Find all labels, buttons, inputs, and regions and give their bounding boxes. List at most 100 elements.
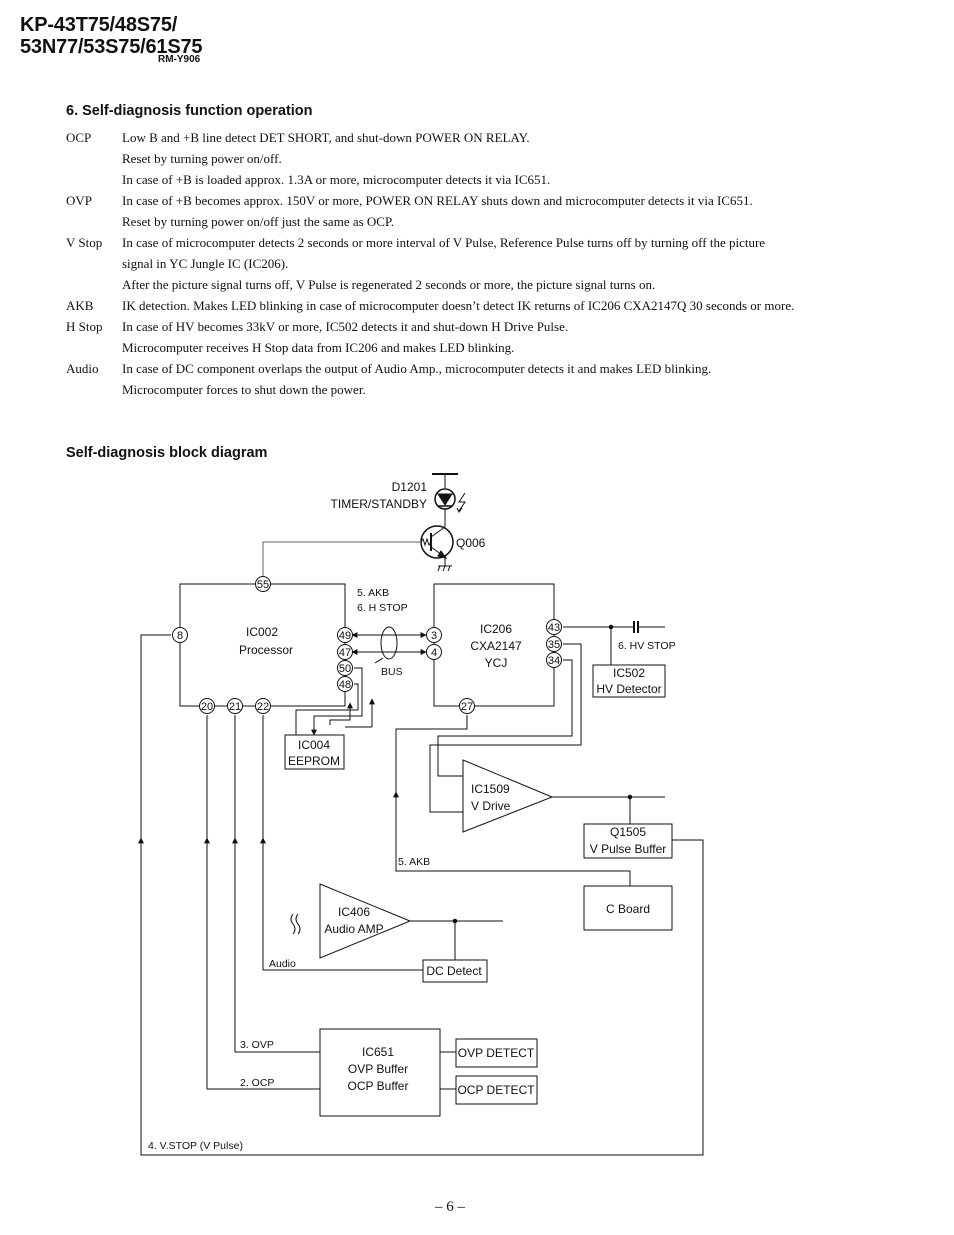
c-board-label: C Board bbox=[606, 902, 650, 916]
diagnosis-text-line: In case of HV becomes 33kV or more, IC50… bbox=[122, 319, 569, 334]
signal-akb-bottom: 5. AKB bbox=[398, 856, 430, 868]
transistor-q006-symbol bbox=[420, 525, 454, 572]
d1201-name-label: TIMER/STANDBY bbox=[331, 497, 427, 511]
diagnosis-text-line: Reset by turning power on/off just the s… bbox=[122, 214, 395, 229]
diagnosis-text-line: In case of +B is loaded approx. 1.3A or … bbox=[122, 172, 551, 187]
pin-4: 4 bbox=[426, 644, 442, 660]
ic651-ovp-buffer-label: OVP Buffer bbox=[348, 1062, 408, 1076]
diagnosis-text-line: In case of DC component overlaps the out… bbox=[122, 361, 712, 376]
diagnosis-code: OCP bbox=[66, 130, 92, 145]
pin-number: 27 bbox=[461, 701, 473, 713]
signal-hvstop: 6. HV STOP bbox=[618, 640, 676, 652]
pin-number: 3 bbox=[431, 630, 437, 642]
ic502-name-label: HV Detector bbox=[596, 682, 661, 696]
pin-number: 55 bbox=[257, 579, 269, 591]
pin-35: 35 bbox=[546, 636, 562, 652]
q1505-name-label: V Pulse Buffer bbox=[590, 842, 667, 856]
ic206-name-label: YCJ bbox=[485, 656, 508, 670]
ic406-audio-amp-triangle bbox=[319, 883, 412, 959]
diagram-title: Self-diagnosis block diagram bbox=[66, 445, 268, 461]
ic651-buffer-box bbox=[319, 1028, 441, 1117]
pin-number: 8 bbox=[177, 630, 183, 642]
pin-number: 4 bbox=[431, 647, 437, 659]
pin-number: 50 bbox=[339, 663, 351, 675]
model-title-line1: KP-43T75/48S75/ bbox=[20, 14, 178, 36]
ic1509-ref-label: IC1509 bbox=[471, 782, 510, 796]
ic651-ref-label: IC651 bbox=[362, 1045, 394, 1059]
pin-34: 34 bbox=[546, 652, 562, 668]
pin-number: 43 bbox=[548, 622, 560, 634]
pin-number: 34 bbox=[548, 655, 560, 667]
diagnosis-code: V Stop bbox=[66, 235, 103, 250]
pin-22: 22 bbox=[255, 698, 271, 714]
diagnosis-text-line: signal in YC Jungle IC (IC206). bbox=[122, 256, 289, 271]
pin-20: 20 bbox=[199, 698, 215, 714]
dc-detect-label: DC Detect bbox=[426, 964, 482, 978]
dc-detect-box bbox=[422, 959, 488, 983]
diagnosis-item: AKB IK detection. Makes LED blinking in c… bbox=[66, 295, 936, 316]
pin-3: 3 bbox=[426, 627, 442, 643]
q1505-v-pulse-buffer-box bbox=[583, 823, 673, 859]
ic502-hv-detector-box bbox=[592, 664, 666, 698]
ovp-detect-label: OVP DETECT bbox=[458, 1046, 535, 1060]
ic406-name-label: Audio AMP bbox=[324, 922, 383, 936]
ic502-ref-label: IC502 bbox=[613, 666, 645, 680]
signal-akb-top: 5. AKB bbox=[357, 587, 389, 599]
signal-bus: BUS bbox=[381, 666, 403, 678]
pin-49: 49 bbox=[337, 627, 353, 643]
pin-number: 35 bbox=[548, 639, 560, 651]
pin-27: 27 bbox=[459, 698, 475, 714]
pin-number: 47 bbox=[339, 647, 351, 659]
ocp-detect-box bbox=[455, 1075, 538, 1105]
signal-ocp: 2. OCP bbox=[240, 1077, 274, 1089]
ic002-name-label: Processor bbox=[239, 643, 293, 657]
ic1509-name-label: V Drive bbox=[471, 799, 511, 813]
pin-50: 50 bbox=[337, 660, 353, 676]
diagnosis-item: V Stop In case of microcomputer detects 2… bbox=[66, 232, 936, 295]
model-title-line2: 53N77/53S75/61S75 bbox=[20, 36, 203, 58]
page-number: – 6 – bbox=[435, 1199, 465, 1215]
d1201-ref-label: D1201 bbox=[392, 480, 428, 494]
diagnosis-text-line: In case of microcomputer detects 2 secon… bbox=[122, 235, 766, 250]
diagnosis-code: H Stop bbox=[66, 319, 103, 334]
diagnosis-text-line: Low B and +B line detect DET SHORT, and … bbox=[122, 130, 530, 145]
pin-number: 21 bbox=[229, 701, 241, 713]
ocp-detect-label: OCP DETECT bbox=[457, 1083, 535, 1097]
diagnosis-text-line: Reset by turning power on/off. bbox=[122, 151, 282, 166]
pin-number: 20 bbox=[201, 701, 213, 713]
signal-hstop: 6. H STOP bbox=[357, 602, 408, 614]
diagnosis-item: Audio In case of DC component overlaps th… bbox=[66, 358, 936, 400]
diagnosis-item: H Stop In case of HV becomes 33kV or more… bbox=[66, 316, 936, 358]
diagnosis-text-line: Microcomputer receives H Stop data from … bbox=[122, 340, 515, 355]
diagnosis-list: OCP Low B and +B line detect DET SHORT, a… bbox=[66, 127, 936, 400]
pin-43: 43 bbox=[546, 619, 562, 635]
diagnosis-text-line: Microcomputer forces to shut down the po… bbox=[122, 382, 366, 397]
pin-21: 21 bbox=[227, 698, 243, 714]
led-d1201-symbol bbox=[432, 473, 466, 527]
pin-number: 48 bbox=[339, 679, 351, 691]
signal-ovp: 3. OVP bbox=[240, 1039, 274, 1051]
pin-48: 48 bbox=[337, 676, 353, 692]
ic406-ref-label: IC406 bbox=[338, 905, 370, 919]
remote-model: RM-Y906 bbox=[158, 54, 201, 65]
pin-number: 22 bbox=[257, 701, 269, 713]
ic004-name-label: EEPROM bbox=[288, 754, 340, 768]
diagnosis-text-line: IK detection. Makes LED blinking in case… bbox=[122, 298, 795, 313]
diagnosis-text-line: In case of +B becomes approx. 150V or mo… bbox=[122, 193, 753, 208]
signal-vstop: 4. V.STOP (V Pulse) bbox=[148, 1140, 243, 1152]
ic651-ocp-buffer-label: OCP Buffer bbox=[348, 1079, 409, 1093]
signal-audio: Audio bbox=[269, 958, 296, 970]
ovp-detect-box bbox=[455, 1038, 538, 1068]
diagnosis-code: AKB bbox=[66, 298, 94, 313]
pin-47: 47 bbox=[337, 644, 353, 660]
pin-number: 49 bbox=[339, 630, 351, 642]
diagnosis-item: OCP Low B and +B line detect DET SHORT, a… bbox=[66, 127, 936, 190]
ic206-ref-label: IC206 bbox=[480, 622, 512, 636]
section-title: 6. Self-diagnosis function operation bbox=[66, 103, 313, 119]
diagnosis-code: Audio bbox=[66, 361, 99, 376]
ic002-ref-label: IC002 bbox=[246, 625, 278, 639]
diagnosis-text-line: After the picture signal turns off, V Pu… bbox=[122, 277, 656, 292]
ic1509-v-drive-triangle bbox=[462, 759, 554, 833]
